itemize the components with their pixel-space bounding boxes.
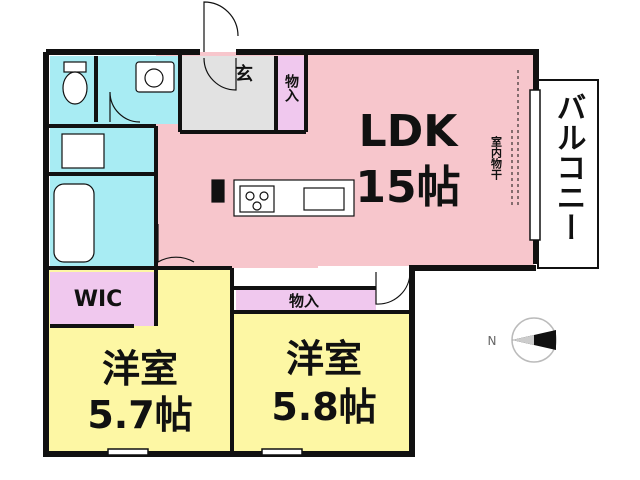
entrance-inner-door	[203, 57, 237, 91]
western1-size-label: 5.7帖	[87, 393, 192, 437]
entrance-label: 玄	[235, 63, 253, 85]
compass-needle-light	[512, 335, 534, 345]
storage-mid-area	[236, 290, 376, 312]
storage-top-label: 物入	[283, 73, 299, 102]
storage-mid-label: 物入	[289, 292, 319, 310]
storage-top-area	[278, 56, 304, 132]
burner-2	[259, 191, 269, 201]
indoor-drying-label: 室内物干	[490, 135, 503, 181]
compass	[511, 317, 557, 363]
balcony-label: バルコニー	[551, 92, 586, 242]
ldk-door	[157, 224, 195, 264]
washing-machine-pan	[61, 133, 105, 169]
indoor-drying-rack	[511, 70, 519, 206]
entrance-door	[203, 1, 239, 52]
wic-label: WIC	[74, 287, 123, 312]
hall-area	[182, 56, 274, 132]
windows	[107, 89, 541, 456]
fixtures	[53, 61, 355, 263]
burner-3	[252, 201, 262, 211]
ldk-name-label: LDK	[359, 106, 460, 157]
kitchen-sink	[303, 187, 345, 211]
western2-size-label: 5.8帖	[271, 385, 376, 429]
burner-1	[245, 191, 255, 201]
washbasin-bowl	[144, 68, 164, 88]
wic-area	[50, 272, 154, 326]
western2-name-label: 洋室	[286, 337, 362, 381]
western1-name-label: 洋室	[102, 347, 178, 391]
toilet-bowl	[62, 71, 88, 105]
doors	[109, 1, 411, 305]
interior-walls	[46, 52, 412, 454]
ldk-size-label: 15帖	[355, 162, 460, 213]
range-hood-wall	[211, 179, 225, 203]
western-room-2-area	[232, 312, 412, 454]
western2-door	[375, 271, 411, 305]
bathtub	[53, 183, 95, 263]
laundry-door	[109, 91, 141, 123]
compass-north-label: N	[488, 334, 497, 348]
toilet-tank	[63, 61, 87, 73]
